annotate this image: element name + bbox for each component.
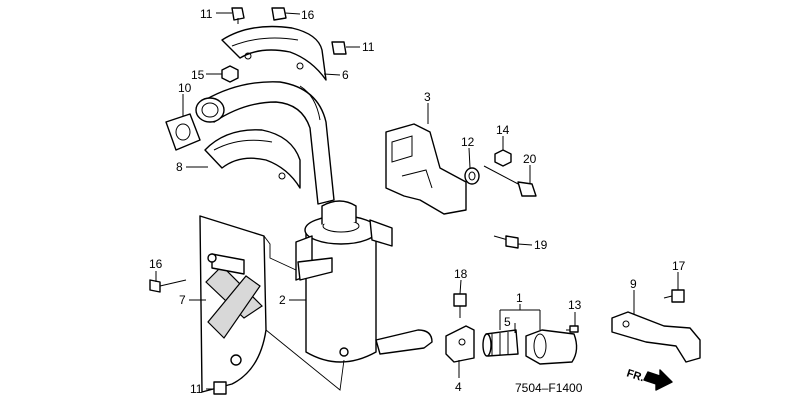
tail-pipe-assembly[interactable]	[525, 329, 578, 365]
callout-5: 5	[504, 315, 511, 329]
exhaust-pipe[interactable]	[195, 81, 335, 205]
callout-13: 13	[568, 298, 582, 312]
drawing-code: 7504–F1400	[515, 381, 583, 395]
leader-lines	[155, 12, 679, 390]
spark-arrester-holder[interactable]	[445, 325, 475, 363]
callout-16-top: 16	[301, 8, 315, 22]
bolt-18[interactable]	[453, 293, 467, 318]
bolt-16-left[interactable]	[149, 279, 187, 293]
collar[interactable]	[464, 167, 480, 185]
nut-15[interactable]	[221, 65, 239, 83]
callout-3: 3	[424, 90, 431, 104]
muffler-protector[interactable]	[199, 215, 267, 393]
lower-pipe-shield[interactable]	[204, 129, 301, 189]
callout-15: 15	[191, 68, 205, 82]
callout-17: 17	[672, 259, 686, 273]
callout-10: 10	[178, 81, 192, 95]
callout-20: 20	[523, 152, 537, 166]
bolt-11-right[interactable]	[331, 41, 347, 55]
callout-11-top: 11	[200, 7, 213, 21]
callout-8: 8	[176, 160, 183, 174]
bolt-19[interactable]	[493, 235, 519, 249]
spark-arrester-screen[interactable]	[482, 329, 519, 357]
callout-14: 14	[496, 123, 510, 137]
bolt-17[interactable]	[663, 289, 685, 303]
flange-nut[interactable]	[494, 149, 512, 167]
bracket-9[interactable]	[611, 311, 701, 363]
front-direction-label: FR.	[625, 367, 646, 384]
callout-19: 19	[534, 238, 548, 252]
upper-heat-shield[interactable]	[221, 25, 327, 81]
bolt-11-bottom[interactable]	[213, 381, 227, 395]
front-arrow-icon	[643, 369, 673, 391]
bolt-16-top[interactable]	[271, 7, 287, 21]
muffler[interactable]	[295, 200, 433, 363]
callout-9: 9	[630, 277, 637, 291]
callout-12: 12	[461, 135, 475, 149]
callout-4: 4	[455, 380, 462, 394]
callout-16-left: 16	[149, 257, 163, 271]
callout-11-bottom: 11	[190, 382, 203, 396]
bolt-11-top[interactable]	[231, 7, 245, 24]
exhaust-gasket[interactable]	[165, 113, 201, 151]
callout-2: 2	[279, 293, 286, 307]
screw-13[interactable]	[566, 325, 579, 333]
long-bolt[interactable]	[483, 165, 537, 197]
callout-1: 1	[516, 291, 523, 305]
callout-7: 7	[179, 293, 186, 307]
callout-11-right: 11	[362, 40, 375, 54]
callout-18: 18	[454, 267, 468, 281]
muffler-bracket[interactable]	[385, 123, 467, 215]
callout-6: 6	[342, 68, 349, 82]
